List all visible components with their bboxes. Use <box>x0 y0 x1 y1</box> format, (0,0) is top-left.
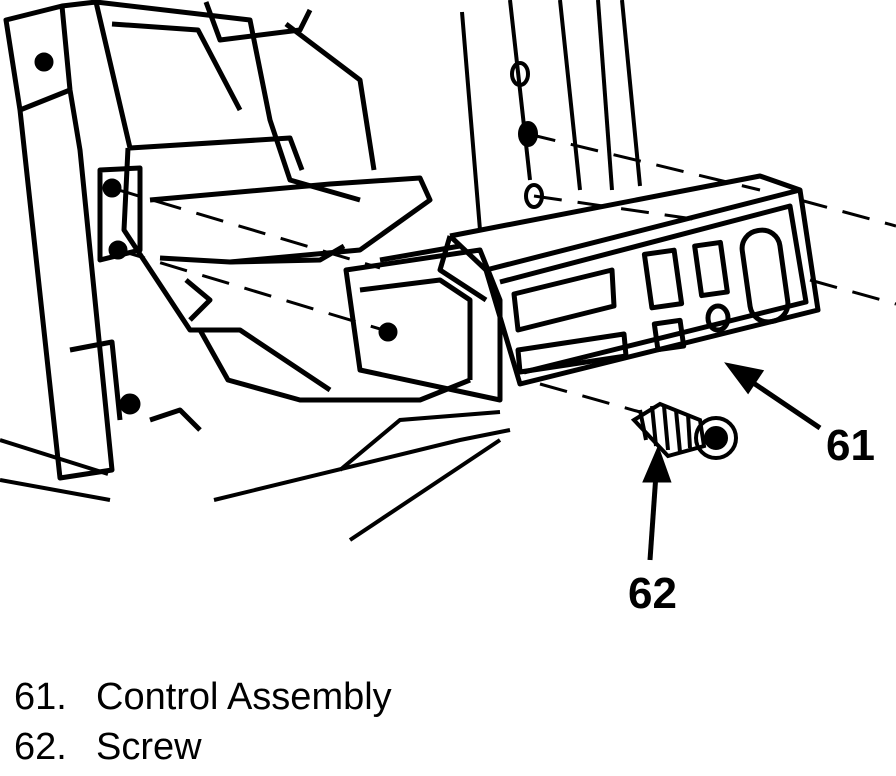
legend-item-number: 61. <box>14 676 67 718</box>
alignment-dashed-lines <box>111 132 896 414</box>
legend-item-number: 62. <box>14 726 67 768</box>
dash-surface-lines <box>0 410 511 542</box>
screw <box>630 401 738 460</box>
legend-item: 62. Screw <box>14 726 392 776</box>
dash-frame-left <box>3 0 471 481</box>
control-assembly <box>343 173 821 403</box>
legend-item-label: Screw <box>96 726 202 768</box>
legend-item-label: Control Assembly <box>96 676 392 718</box>
parts-legend: 61. Control Assembly 62. Screw <box>14 676 392 776</box>
mounting-panel-right <box>460 0 642 231</box>
exploded-view-illustration <box>0 0 896 561</box>
leader-arrows <box>642 362 822 561</box>
callout-62-label: 62 <box>628 569 677 618</box>
callout-61-label: 61 <box>826 421 875 470</box>
legend-item: 61. Control Assembly <box>14 676 392 726</box>
